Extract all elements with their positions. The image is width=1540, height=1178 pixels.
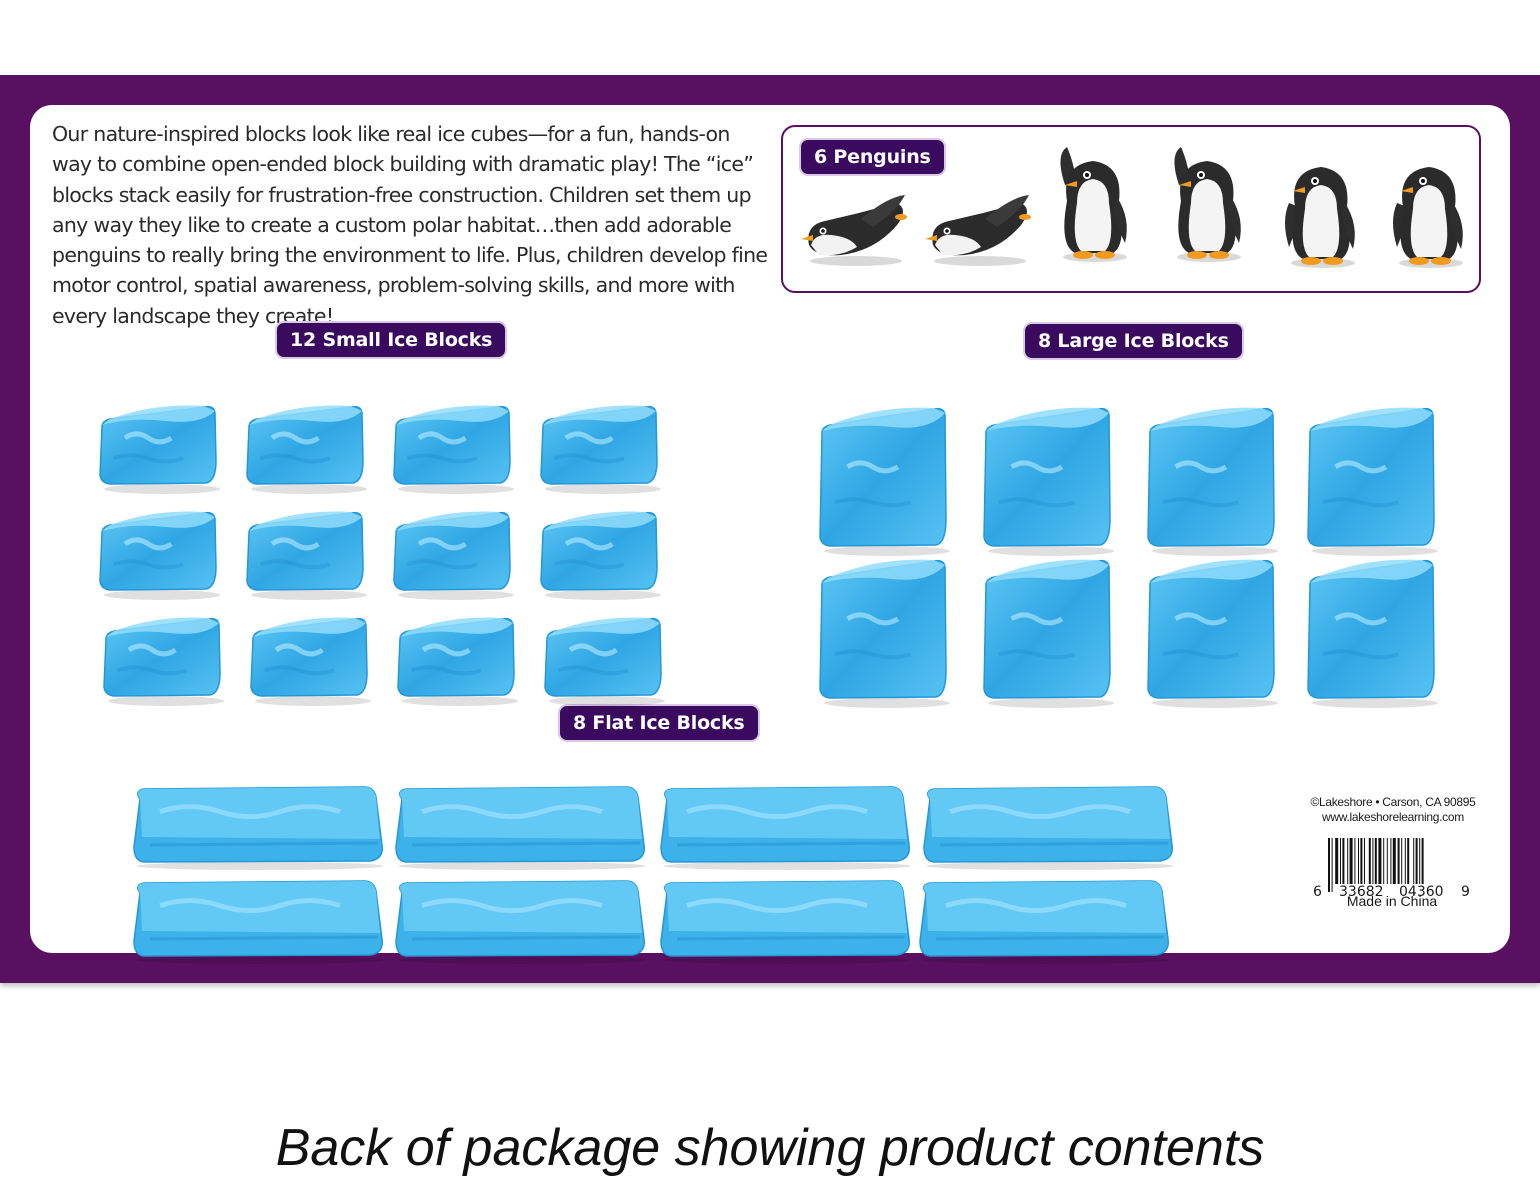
large-ice-block-7 bbox=[1144, 555, 1284, 716]
penguin-figure-2 bbox=[925, 189, 1035, 274]
penguin-figure-3 bbox=[1047, 145, 1139, 268]
flat-ice-block-5 bbox=[130, 879, 390, 972]
small-blocks-label: 12 Small Ice Blocks bbox=[275, 321, 508, 359]
large-blocks-label: 8 Large Ice Blocks bbox=[1023, 322, 1244, 360]
large-ice-block-4 bbox=[1304, 403, 1444, 564]
penguins-section: 6 Penguins bbox=[781, 125, 1481, 293]
small-ice-block-10 bbox=[247, 613, 377, 714]
penguin-figure-5 bbox=[1275, 151, 1367, 274]
penguins-label: 6 Penguins bbox=[799, 138, 946, 176]
flat-ice-block-1 bbox=[130, 785, 390, 878]
small-ice-block-7 bbox=[390, 507, 520, 608]
large-ice-block-6 bbox=[980, 555, 1120, 716]
small-ice-block-4 bbox=[537, 401, 667, 502]
barcode-check-digit: 9 bbox=[1460, 884, 1471, 900]
small-ice-block-3 bbox=[390, 401, 520, 502]
image-caption: Back of package showing product contents bbox=[275, 1119, 1265, 1177]
large-ice-block-5 bbox=[816, 555, 956, 716]
website-line: www.lakeshorelearning.com bbox=[1322, 810, 1464, 824]
small-ice-block-2 bbox=[243, 401, 373, 502]
barcode: 6 33682 04360 9 bbox=[1312, 838, 1472, 910]
flat-ice-block-4 bbox=[920, 785, 1180, 878]
company-info: ©Lakeshore • Carson, CA 90895 www.lakesh… bbox=[1288, 795, 1498, 825]
country-of-origin: Made in China bbox=[1346, 893, 1438, 909]
small-ice-block-6 bbox=[243, 507, 373, 608]
penguin-figure-1 bbox=[801, 189, 911, 274]
small-ice-block-1 bbox=[96, 401, 226, 502]
barcode-first-digit: 6 bbox=[1312, 884, 1323, 900]
penguin-figure-6 bbox=[1383, 151, 1475, 274]
flat-ice-block-3 bbox=[657, 785, 917, 878]
product-description: Our nature-inspired blocks look like rea… bbox=[52, 122, 768, 328]
small-ice-block-11 bbox=[394, 613, 524, 714]
barcode-bars bbox=[1328, 838, 1424, 892]
small-ice-block-9 bbox=[100, 613, 230, 714]
penguin-figure-4 bbox=[1161, 145, 1253, 268]
copyright-line: ©Lakeshore • Carson, CA 90895 bbox=[1310, 795, 1476, 809]
large-ice-block-8 bbox=[1304, 555, 1444, 716]
small-ice-block-8 bbox=[537, 507, 667, 608]
flat-ice-block-2 bbox=[392, 785, 652, 878]
package-back-band: Our nature-inspired blocks look like rea… bbox=[0, 75, 1540, 983]
flat-ice-block-7 bbox=[657, 879, 917, 972]
barcode-left-digits: 33682 bbox=[1338, 884, 1385, 900]
small-ice-block-12 bbox=[541, 613, 671, 714]
flat-ice-block-6 bbox=[392, 879, 652, 972]
flat-ice-block-8 bbox=[916, 879, 1176, 972]
large-ice-block-2 bbox=[980, 403, 1120, 564]
small-ice-block-5 bbox=[96, 507, 226, 608]
barcode-right-digits: 04360 bbox=[1398, 884, 1445, 900]
package-back-panel: Our nature-inspired blocks look like rea… bbox=[30, 105, 1510, 964]
large-ice-block-3 bbox=[1144, 403, 1284, 564]
large-ice-block-1 bbox=[816, 403, 956, 564]
flat-blocks-label: 8 Flat Ice Blocks bbox=[558, 704, 760, 742]
